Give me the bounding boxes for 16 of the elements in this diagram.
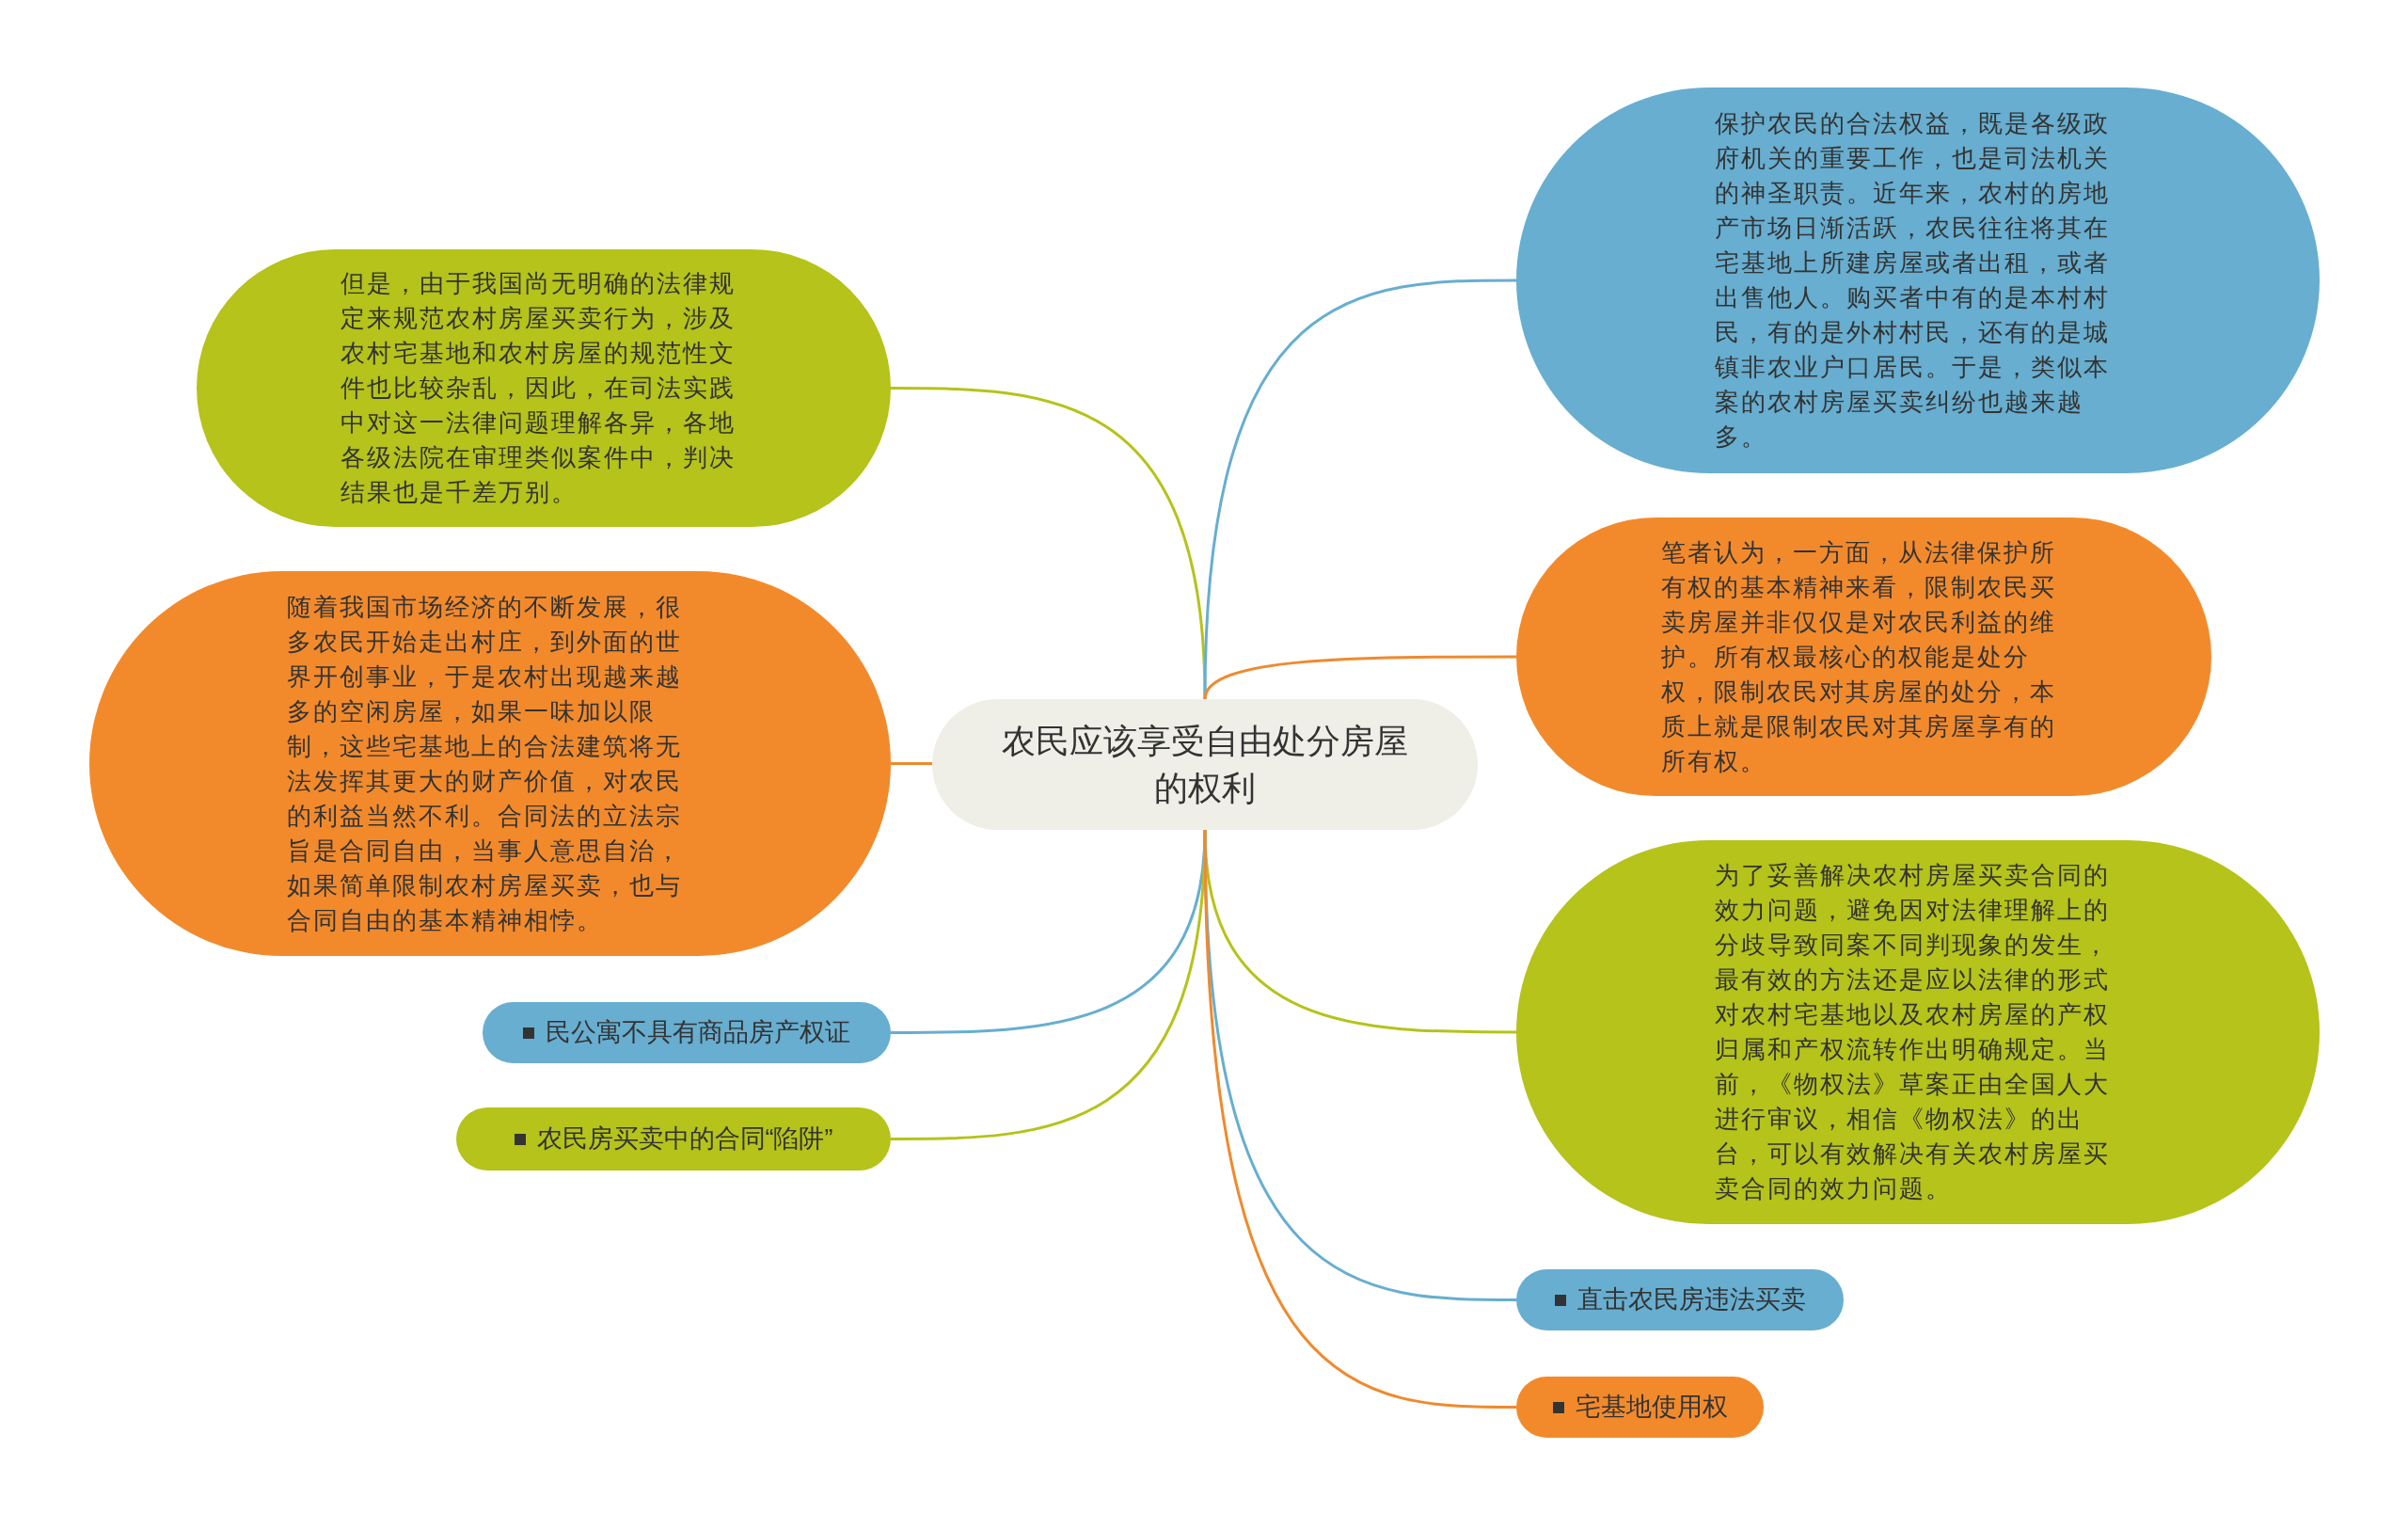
paragraph-text: 笔者认为，一方面，从法律保护所有权的基本精神来看，限制农民买卖房屋并非仅仅是对农民利益的维护。所有权最核心的权能是处分权，限制农民对其房屋的处分，本质上就是限制农民对其房屋享有的所有权。	[1660, 536, 2057, 777]
paragraph-text: 为了妥善解决农村房屋买卖合同的效力问题，避免因对法律理解上的分歧导致同案不同判现象的发生，最有效的方法还是应以法律的形式对农村宅基地以及农村房屋的产权归属和产权流转作出明确规定。当前，《物权法》草案正由全国人大进行审议，相信《物权法》的出台，可以有效解决有关农村房屋买卖合同的效力问题。	[1715, 860, 2111, 1204]
topic-text: 农民应该享受自由处分房屋的权利	[1001, 720, 1409, 809]
subtopic-text: 直击农民房违法买卖	[1576, 1284, 1806, 1316]
paragraph-text: 保护农民的合法权益，既是各级政府机关的重要工作，也是司法机关的神圣职责。近年来，农村的房地产市场日渐活跃，农民往往将其在宅基地上所建房屋或者出租，或者出售他人。购买者中有的是本村村民，有的是外村村民，还有的是城镇非农业户口居民。于是，类似本案的农村房屋买卖纠纷也越来越多。	[1715, 108, 2111, 453]
connector-line	[891, 762, 932, 765]
connector-line	[891, 829, 1207, 1140]
subtopic-text: 宅基地使用权	[1575, 1392, 1728, 1424]
subtopic-text: 农民房买卖中的合同“陷阱”	[536, 1123, 833, 1155]
paragraph-text: 但是，由于我国尚无明确的法律规定来规范农村房屋买卖行为，涉及农村宅基地和农村房屋的规范性文件也比较杂乱，因此，在司法实践中对这一法律问题理解各异，各地各级法院在审理类似案件中，判决结果也是千差万别。	[341, 268, 737, 508]
connector-line	[1203, 279, 1516, 700]
subtopic-text: 民公寓不具有商品房产权证	[546, 1017, 850, 1049]
connector-line	[1203, 829, 1516, 1409]
paragraph-text: 随着我国市场经济的不断发展，很多农民开始走出村庄，到外面的世界开创事业，于是农村出现越来越多的空闲房屋，如果一味加以限制，这些宅基地上的合法建筑将无法发挥其更大的财产价值，对农民的利益当然不利。合同法的立法宗旨是合同自由，当事人意思自治，如果简单限制农村房屋买卖，也与合同自由的基本精神相悖。	[287, 591, 683, 936]
connector-line	[891, 387, 1207, 700]
connector-line	[1203, 655, 1516, 700]
